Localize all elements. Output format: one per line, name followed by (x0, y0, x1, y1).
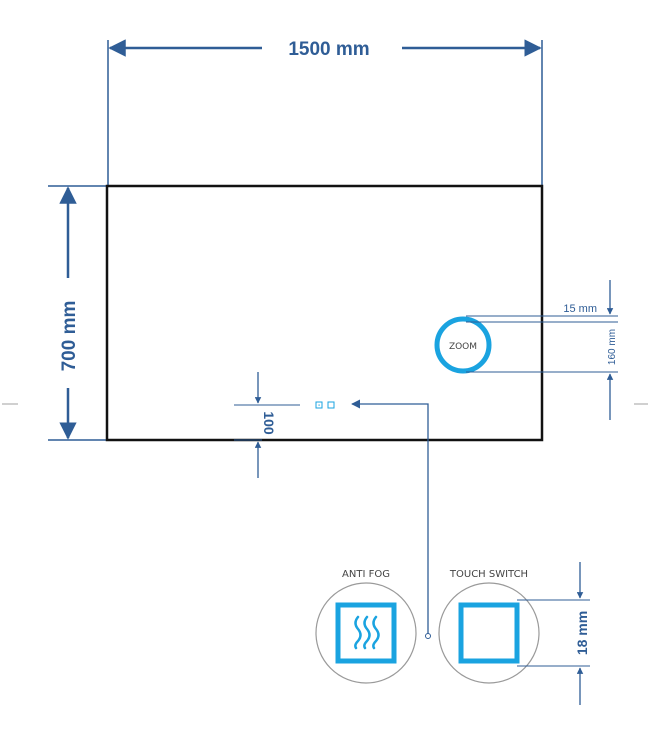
anti-fog-circle (315, 582, 417, 684)
touch-switch-label: TOUCH SWITCH (449, 569, 528, 580)
touch-switch-icon (327, 401, 335, 409)
anti-fog-label: ANTI FOG (342, 569, 390, 580)
switch-leader-line (351, 399, 431, 639)
zoom-mirror-ring (434, 316, 492, 374)
anti-fog-square (335, 602, 397, 664)
zoom-mirror: ZOOM (434, 316, 492, 374)
switch-size-label: 18 mm (574, 611, 590, 655)
zoom-offset-label: 15 mm (563, 303, 597, 315)
mirror-touch-switches (315, 401, 335, 409)
switch-offset-dimension: 100 (234, 372, 300, 478)
touch-switch-circle (438, 582, 540, 684)
width-dimension: 1500 mm (107, 39, 543, 186)
touch-switch-detail: TOUCH SWITCH (438, 569, 540, 684)
zoom-diameter-label: 160 mm (607, 329, 618, 365)
zoom-dimensions: 15 mm 160 mm (466, 280, 618, 420)
anti-fog-switch-icon (315, 401, 323, 409)
zoom-label: ZOOM (449, 342, 477, 352)
switch-size-dimension: 18 mm (517, 562, 590, 705)
anti-fog-detail: ANTI FOG (315, 569, 417, 684)
switch-offset-label: 100 (261, 411, 277, 435)
touch-switch-square (458, 602, 520, 664)
fog-waves-icon (354, 615, 380, 650)
height-label: 700 mm (59, 301, 80, 372)
height-dimension: 700 mm (48, 185, 106, 441)
mirror-frame (105, 184, 544, 442)
width-label: 1500 mm (288, 39, 369, 60)
